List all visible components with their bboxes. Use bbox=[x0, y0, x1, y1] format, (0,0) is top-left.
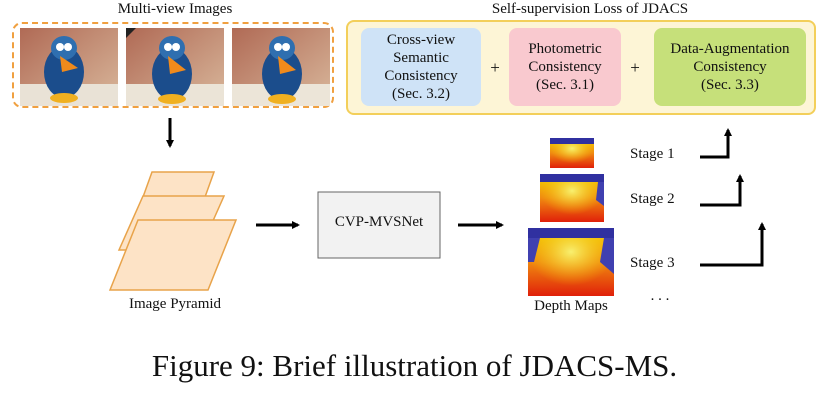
arrow-stage-3 bbox=[700, 222, 766, 267]
stage-2-label: Stage 2 bbox=[630, 191, 675, 207]
loss-term-photometric: Photometric Consistency (Sec. 3.1) bbox=[509, 28, 621, 106]
loss-term-data-augmentation: Data-Augmentation Consistency (Sec. 3.3) bbox=[654, 28, 806, 106]
plus-operator-1: + bbox=[490, 58, 500, 77]
multiview-images bbox=[20, 28, 330, 106]
pipeline-diagram bbox=[108, 118, 766, 296]
depth-map-stage-3 bbox=[528, 228, 614, 296]
stage-1-label: Stage 1 bbox=[630, 146, 675, 162]
network-box bbox=[317, 191, 441, 259]
depth-ellipsis: . . . bbox=[650, 288, 670, 304]
figure-caption: Figure 9: Brief illustration of JDACS-MS… bbox=[151, 348, 678, 383]
view-image-3 bbox=[232, 28, 330, 106]
plus-operator-2: + bbox=[630, 58, 640, 77]
view-image-1 bbox=[20, 28, 118, 106]
multiview-frame bbox=[12, 22, 334, 108]
stage-3-label: Stage 3 bbox=[630, 255, 675, 271]
image-pyramid bbox=[108, 171, 238, 291]
depth-map-stage-1 bbox=[550, 138, 594, 168]
loss-title: Self-supervision Loss of JDACS bbox=[491, 1, 689, 17]
view-image-2 bbox=[126, 28, 224, 106]
depth-label: Depth Maps bbox=[534, 298, 608, 314]
depth-map-stage-2 bbox=[540, 174, 604, 222]
multiview-title: Multi-view Images bbox=[117, 1, 233, 17]
loss-term-semantic: Cross-view Semantic Consistency (Sec. 3.… bbox=[361, 28, 481, 106]
network-label: CVP-MVSNet bbox=[334, 214, 424, 230]
arrow-stage-1 bbox=[700, 128, 732, 159]
arrow-stage-2 bbox=[700, 174, 744, 207]
pyramid-label: Image Pyramid bbox=[128, 296, 222, 312]
